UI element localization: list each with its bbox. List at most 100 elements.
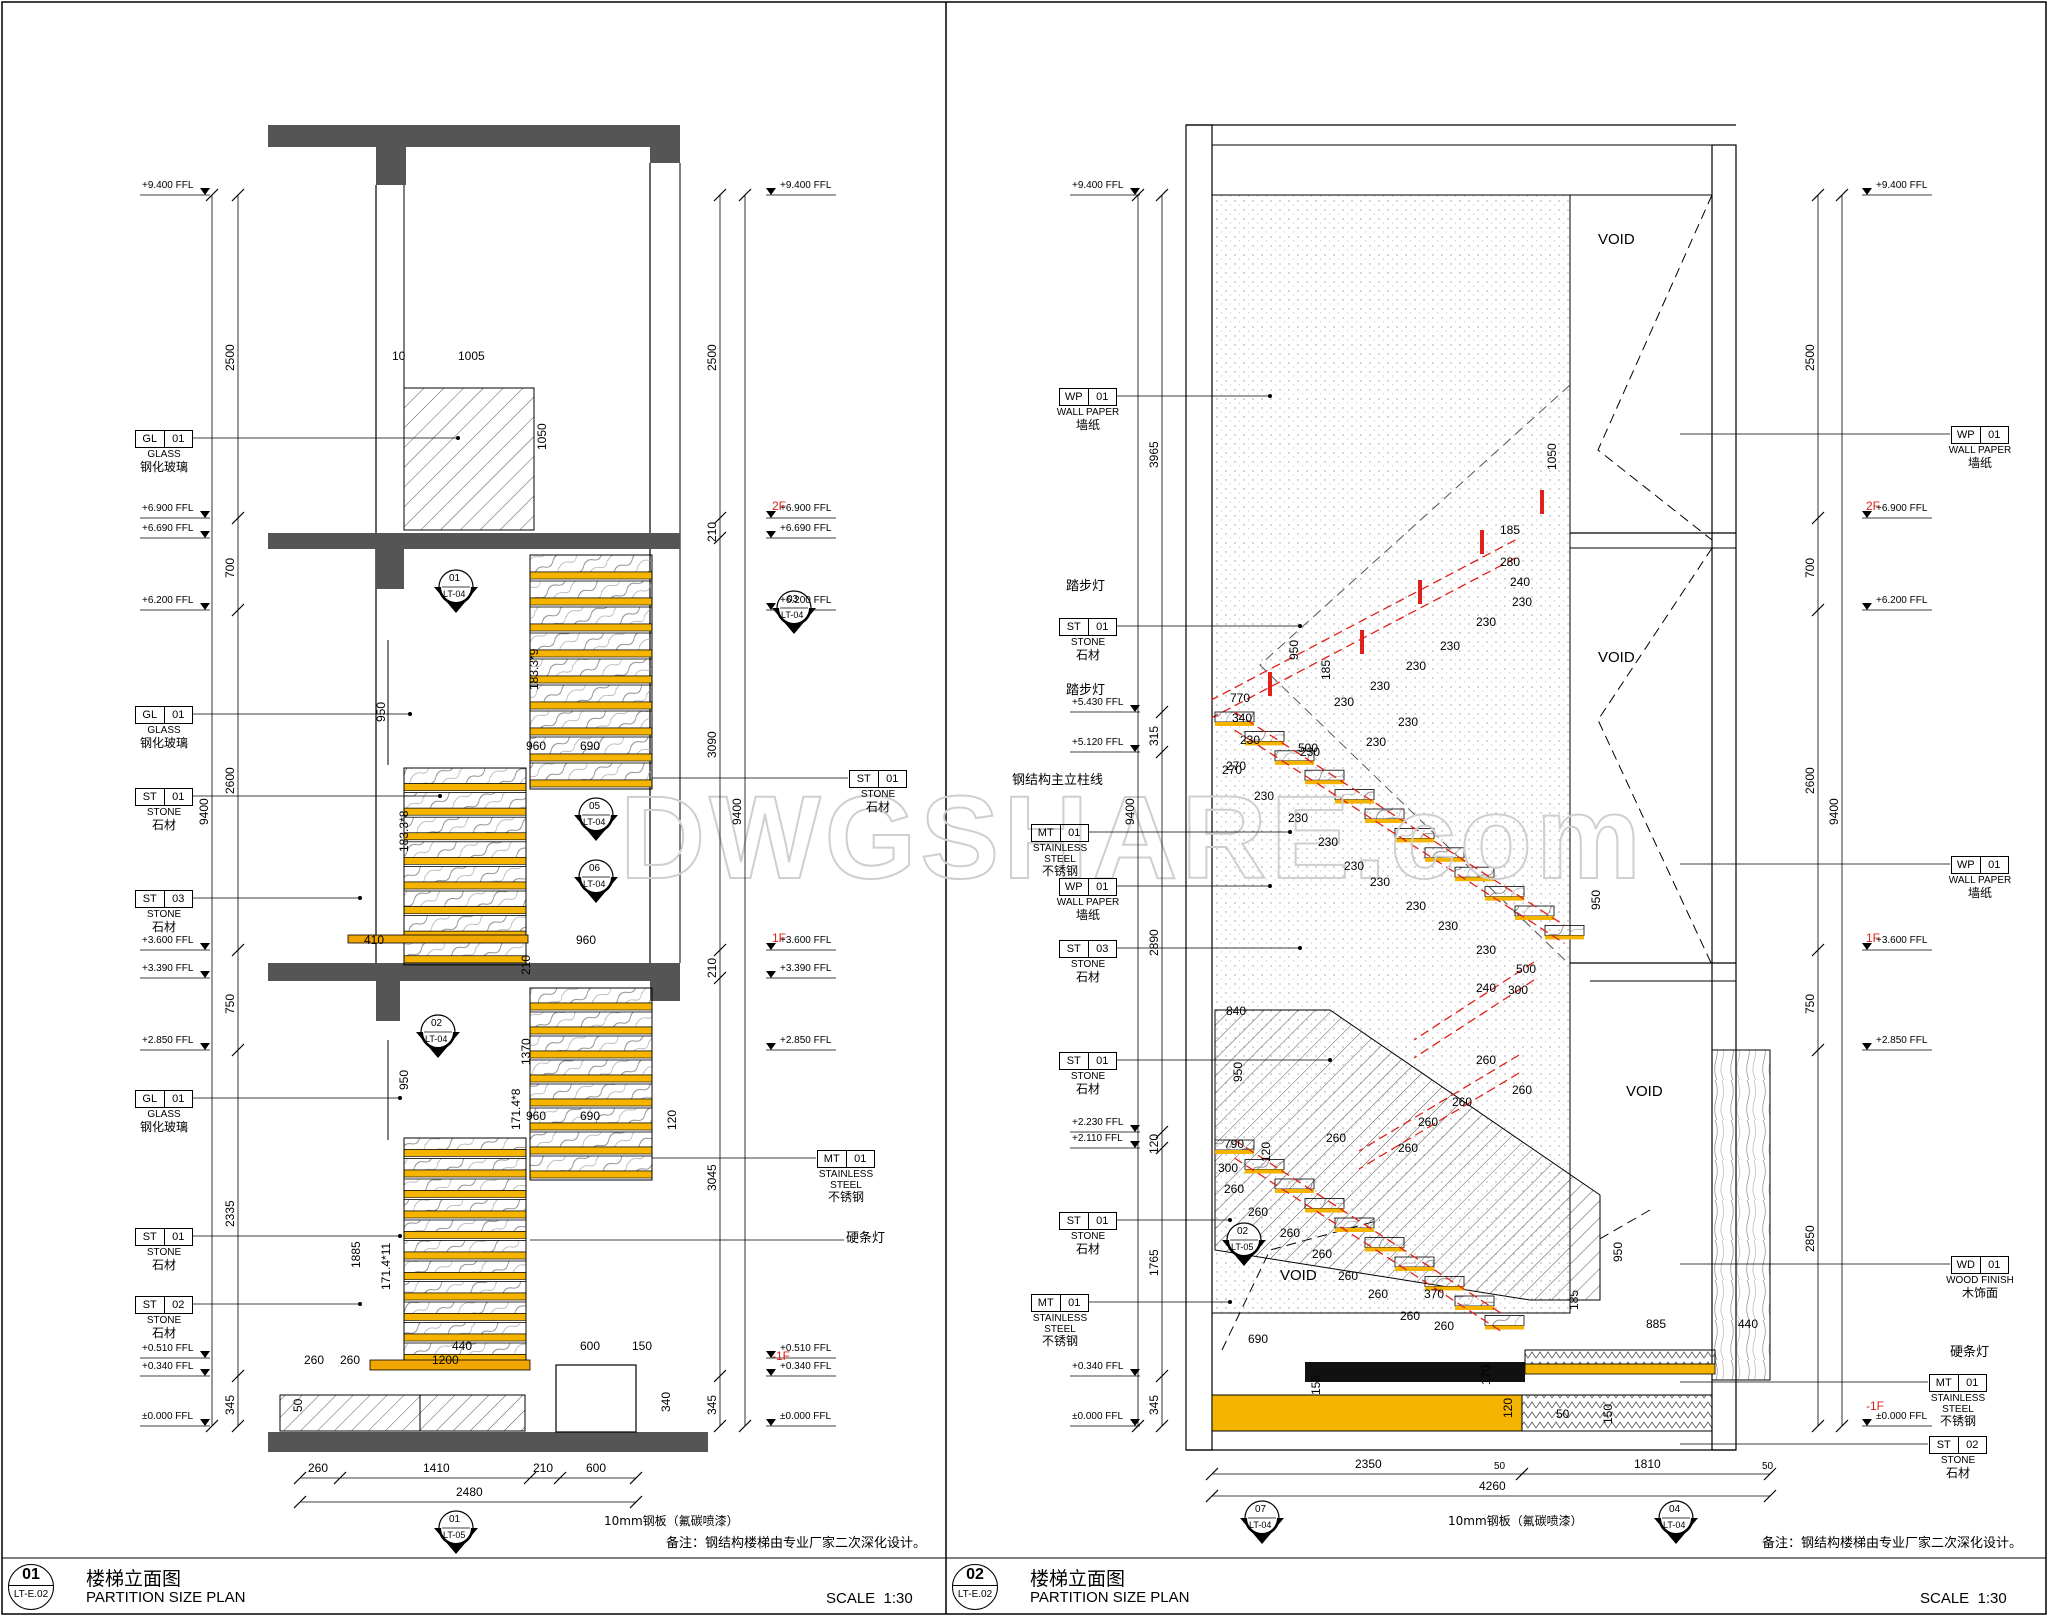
floor-mark: 2F xyxy=(772,499,787,513)
level-label: +5.120 FFL xyxy=(1072,737,1124,748)
leader-dot xyxy=(1268,394,1272,398)
steel-stringer-line xyxy=(1413,979,1535,1059)
level-label: +2.230 FFL xyxy=(1072,1117,1124,1128)
tag-box: ST 01 xyxy=(135,1228,193,1246)
tag-en: GLASS xyxy=(147,1109,181,1120)
flight-outline xyxy=(529,554,653,790)
dimension-left: 1765 xyxy=(1147,1249,1161,1276)
material-tag: ST 03 STONE 石材 xyxy=(1050,940,1126,983)
dimension-inner: 260 xyxy=(1224,1182,1245,1196)
level-label: +0.340 FFL xyxy=(1072,1361,1124,1372)
material-tag: WP 01 WALL PAPER 墙纸 xyxy=(1050,878,1126,921)
tag-num: 01 xyxy=(1096,621,1109,633)
level-label: +3.600 FFL xyxy=(1876,935,1928,946)
section-number: 07 xyxy=(1255,1504,1267,1515)
tag-code: ST xyxy=(1930,1437,1959,1453)
void-label: VOID xyxy=(1598,649,1635,666)
dimension-left: 315 xyxy=(1147,725,1161,746)
level-label: +9.400 FFL xyxy=(142,180,194,191)
tag-box: WP 01 xyxy=(1951,856,2009,874)
material-tag: WP 01 WALL PAPER 墙纸 xyxy=(1942,856,2018,899)
dimension-inner: 440 xyxy=(452,1339,473,1353)
steel-stringer-line xyxy=(1234,1139,1505,1317)
level-marker xyxy=(1130,745,1140,752)
tag-en: STONE xyxy=(1070,959,1106,970)
material-tag: ST 01 STONE 石材 xyxy=(1050,1212,1126,1255)
tag-box: ST 01 xyxy=(1059,1212,1117,1230)
material-tag: ST 01 STONE 石材 xyxy=(1050,1052,1126,1095)
material-tag: ST 01 STONE 石材 xyxy=(126,1228,202,1271)
tread-light-strip xyxy=(1545,935,1584,940)
dimension-right: 2600 xyxy=(1803,767,1817,794)
leader-dot xyxy=(398,1234,402,1238)
tag-code: WP xyxy=(1952,857,1981,873)
dimension-inner: 500 xyxy=(1516,962,1537,976)
dimension-right: 750 xyxy=(1803,993,1817,1014)
dimension-inner: 260 xyxy=(1476,1053,1497,1067)
tag-box: GL 01 xyxy=(135,430,193,448)
dimension-inner: 185 xyxy=(1567,1289,1581,1310)
steel-plate-note-02: 10mm钢板（氟碳喷漆） xyxy=(1448,1514,1583,1528)
tag-box: MT 01 xyxy=(817,1150,875,1168)
step-light xyxy=(1418,580,1422,604)
leader-dot xyxy=(456,436,460,440)
dimension-inner: 260 xyxy=(1418,1115,1439,1129)
section-ref: LT-04 xyxy=(781,610,804,620)
tag-code: ST xyxy=(136,1229,165,1245)
tag-num: 01 xyxy=(1068,1297,1081,1309)
dimension-left: 2600 xyxy=(223,767,237,794)
material-tag: MT 01 STAINLESS STEEL 不锈钢 xyxy=(808,1150,884,1204)
dimension-inner: 230 xyxy=(1300,745,1321,759)
flight-outline xyxy=(403,767,527,966)
dimension-inner: 260 xyxy=(1400,1309,1421,1323)
tread-light-strip xyxy=(1305,780,1344,785)
dimension-inner: 340 xyxy=(1232,711,1253,725)
tag-cn: 石材 xyxy=(151,1325,176,1340)
leader-dot xyxy=(438,794,442,798)
level-marker xyxy=(200,531,210,538)
level-marker xyxy=(200,1043,210,1050)
steel-stringer-line xyxy=(1210,539,1516,701)
dimension-right: 700 xyxy=(1803,557,1817,578)
level-marker xyxy=(766,943,776,950)
level-label: +2.850 FFL xyxy=(142,1035,194,1046)
dimension-inner: 230 xyxy=(1334,695,1355,709)
dimension-inner: 210 xyxy=(519,954,533,975)
tag-en: WALL PAPER xyxy=(1056,407,1120,418)
level-label: +3.390 FFL xyxy=(780,963,832,974)
tag-cn: 石材 xyxy=(1075,1241,1100,1256)
dimension-inner: 885 xyxy=(1646,1317,1667,1331)
dimension-inner: 230 xyxy=(1254,789,1275,803)
steel-stringer-line xyxy=(1234,729,1565,944)
tread-light-strip xyxy=(1515,916,1554,920)
tread-light-strip xyxy=(1245,741,1284,746)
leader-dot xyxy=(408,712,412,716)
level-marker xyxy=(200,1419,210,1426)
tag-en: STAINLESS STEEL xyxy=(1032,843,1088,865)
tag-en: STAINLESS STEEL xyxy=(1930,1393,1986,1415)
tread-light-strip xyxy=(1455,1306,1494,1310)
level-label: +0.510 FFL xyxy=(142,1343,194,1354)
tread-light-strip xyxy=(1215,722,1254,726)
void-label: VOID xyxy=(1280,1267,1317,1284)
tag-code: MT xyxy=(1032,825,1061,841)
leader-dot xyxy=(1298,946,1302,950)
level-marker xyxy=(200,1351,210,1358)
text-label: 硬条灯 xyxy=(1950,1345,1990,1360)
dimension-inner: 690 xyxy=(1248,1332,1269,1346)
section-number: 01 xyxy=(449,1514,461,1525)
tag-cn: 石材 xyxy=(151,817,176,832)
level-marker xyxy=(200,971,210,978)
tag-cn: 木饰面 xyxy=(1961,1285,1998,1300)
tag-box: MT 01 xyxy=(1031,1294,1089,1312)
level-label: +9.400 FFL xyxy=(780,180,832,191)
level-marker xyxy=(1862,1419,1872,1426)
material-tag: GL 01 GLASS 钢化玻璃 xyxy=(126,706,202,749)
dimension-inner: 260 xyxy=(1248,1205,1269,1219)
dimension-total: 9400 xyxy=(1827,797,1841,825)
leader-dot xyxy=(1298,624,1302,628)
dimension-inner: 240 xyxy=(1510,575,1531,589)
tag-cn: 石材 xyxy=(1075,1081,1100,1096)
tag-cn: 钢化玻璃 xyxy=(139,1119,188,1134)
tag-cn: 钢化玻璃 xyxy=(139,735,188,750)
